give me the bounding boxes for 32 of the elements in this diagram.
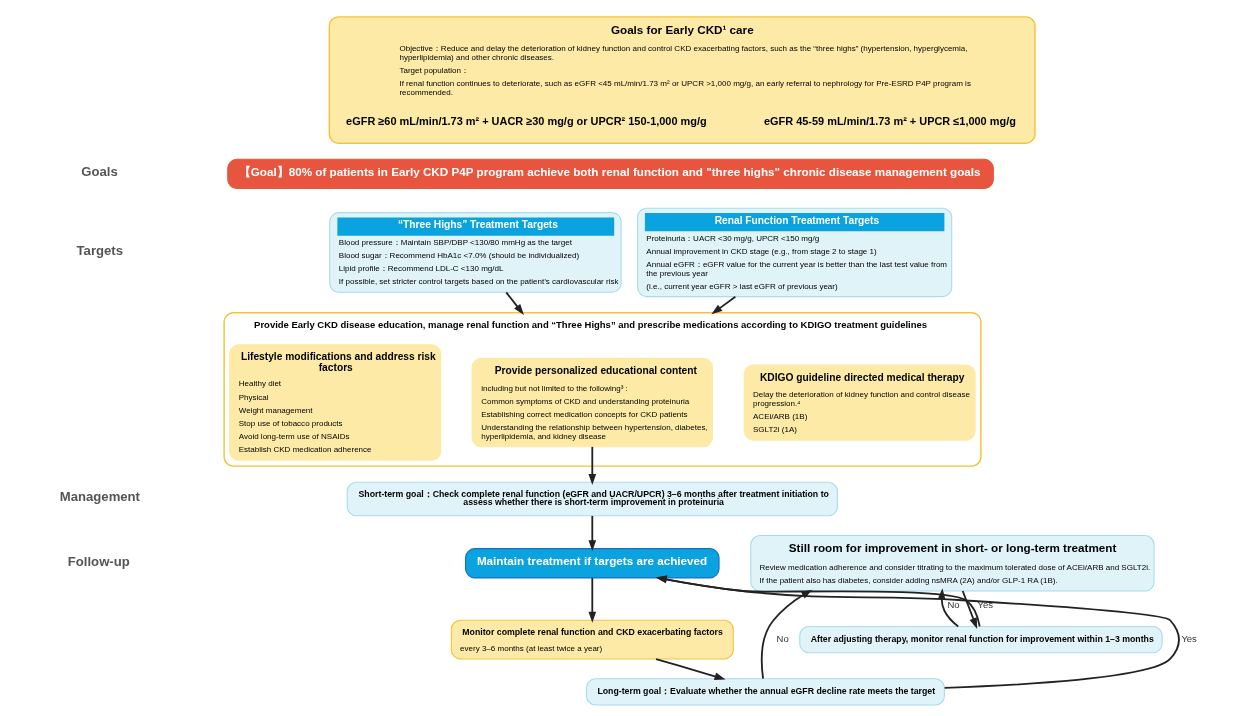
node-box: Provide personalized educational content including but not limited to the following³ : Common symptoms of CKD and understanding proteinuria Establishing correct medication concepts for CKD patients Understanding the relationship between hypertension, diabetes, hyperlipidemia, and kidney disease <box>471 357 713 448</box>
edge-label: No <box>776 633 789 645</box>
arrow <box>588 577 597 623</box>
node-box: Monitor complete renal function and CKD exacerbating factors every 3–6 months (at least twice a year) <box>450 619 734 660</box>
edge-label: No <box>947 599 960 611</box>
arrow <box>588 445 597 485</box>
label: Targets <box>76 242 124 258</box>
node-box: Short-term goal：Check complete renal function (eGFR and UACR/UPCR) 3–6 months after treatment initiation to assess whether there is short-term improvement in proteinuria <box>346 481 838 517</box>
node-box: Still room for improvement in short- or long-term treatment Review medication adherence and consider titrating to the maximum tolerated dose of ACEi/ARB and SGLT2i. If the patient also has diabetes, consider adding nsMRA (2A) and/or GLP-1 RA (1B). <box>750 534 1155 592</box>
edge-label: Yes <box>1181 633 1197 645</box>
arrow <box>655 658 726 680</box>
arrow <box>505 291 524 315</box>
node-text: eGFR 45-59 mL/min/1.73 m² + UPCR ≤1,000 mg/g <box>763 115 1016 128</box>
label: Goals <box>81 164 118 180</box>
arrow <box>655 575 1180 689</box>
node-box: Long-term goal：Evaluate whether the annual eGFR decline rate meets the target <box>585 678 945 706</box>
node-box: 【Goal】80% of patients in Early CKD P4P program achieve both renal function and "three highs" chronic disease management goals <box>227 158 994 190</box>
arrow <box>711 295 737 315</box>
node-box: Maintain treatment if targets are achieved <box>465 548 720 579</box>
arrow <box>655 575 981 628</box>
node-text: eGFR ≥60 mL/min/1.73 m² + UACR ≥30 mg/g or UPCR² 150-1,000 mg/g <box>346 115 707 128</box>
arrow <box>760 589 813 680</box>
arrow <box>961 590 978 629</box>
label: Management <box>59 489 140 505</box>
node-box: Renal Function Treatment Targets Proteinuria：UACR <30 mg/g, UPCR <150 mg/g Annual improvement in CKD stage (e.g., from stage 2 to stage 1) Annual eGFR：eGFR value for the current year is better than the last test value from the previous year (i.e., current year eGFR > last eGFR of previous year) <box>637 207 953 298</box>
arrow <box>588 515 597 552</box>
label: Follow-up <box>67 553 130 569</box>
node-box: KDIGO guideline directed medical therapy Delay the deterioration of kidney function and control disease progression.⁴ ACEi/ARB (1B) SGLT2i (1A) <box>743 364 976 441</box>
node-box: Lifestyle modifications and address risk factors Healthy diet Physical Weight management Stop use of tobacco products Avoid long-term use of NSAIDs Establish CKD medication adherence <box>229 344 442 461</box>
arrow <box>937 588 960 628</box>
node-box: “Three Highs” Treatment Targets Blood pressure：Maintain SBP/DBP <130/80 mmHg as the target Blood sugar：Recommend HbA1c <7.0% (should be individualized) Lipid profile：Recommend LDL-C <130 mg/dL If possible, set stricter control targets based on the patient’s cardiovascular risk <box>329 212 622 293</box>
node-box: After adjusting therapy, monitor renal function for improvement within 1–3 months <box>799 625 1163 654</box>
